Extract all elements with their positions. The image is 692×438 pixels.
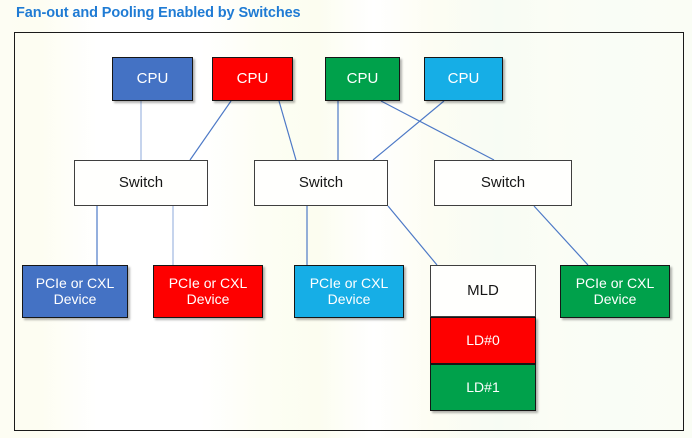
switch-1-label: Switch	[118, 173, 164, 191]
ld-1[interactable]: LD#1	[430, 364, 536, 411]
device-4[interactable]: PCIe or CXL Device	[560, 265, 670, 318]
cpu-3-label: CPU	[346, 69, 379, 87]
device-4-label: PCIe or CXL Device	[575, 274, 655, 307]
cpu-1[interactable]: CPU	[112, 57, 193, 101]
page-title: Fan-out and Pooling Enabled by Switches	[16, 5, 301, 21]
cpu-3[interactable]: CPU	[325, 57, 400, 101]
switch-2-label: Switch	[298, 173, 344, 191]
ld-0[interactable]: LD#0	[430, 317, 536, 364]
switch-3[interactable]: Switch	[434, 160, 572, 206]
diagram-frame	[14, 32, 684, 431]
cpu-4[interactable]: CPU	[424, 57, 503, 101]
mld-header[interactable]: MLD	[430, 265, 536, 317]
ld-1-label: LD#1	[466, 378, 500, 395]
ld-0-label: LD#0	[466, 331, 500, 348]
switch-3-label: Switch	[480, 173, 526, 191]
cpu-2[interactable]: CPU	[212, 57, 293, 101]
device-1-label: PCIe or CXL Device	[35, 274, 115, 307]
device-2-label: PCIe or CXL Device	[168, 274, 248, 307]
switch-2[interactable]: Switch	[254, 160, 388, 206]
device-3-label: PCIe or CXL Device	[309, 274, 389, 307]
cpu-4-label: CPU	[447, 69, 480, 87]
cpu-2-label: CPU	[236, 69, 269, 87]
device-3[interactable]: PCIe or CXL Device	[294, 265, 404, 318]
cpu-1-label: CPU	[136, 69, 169, 87]
mld-header-label: MLD	[467, 281, 499, 299]
switch-1[interactable]: Switch	[74, 160, 208, 206]
device-2[interactable]: PCIe or CXL Device	[153, 265, 263, 318]
device-1[interactable]: PCIe or CXL Device	[22, 265, 128, 318]
